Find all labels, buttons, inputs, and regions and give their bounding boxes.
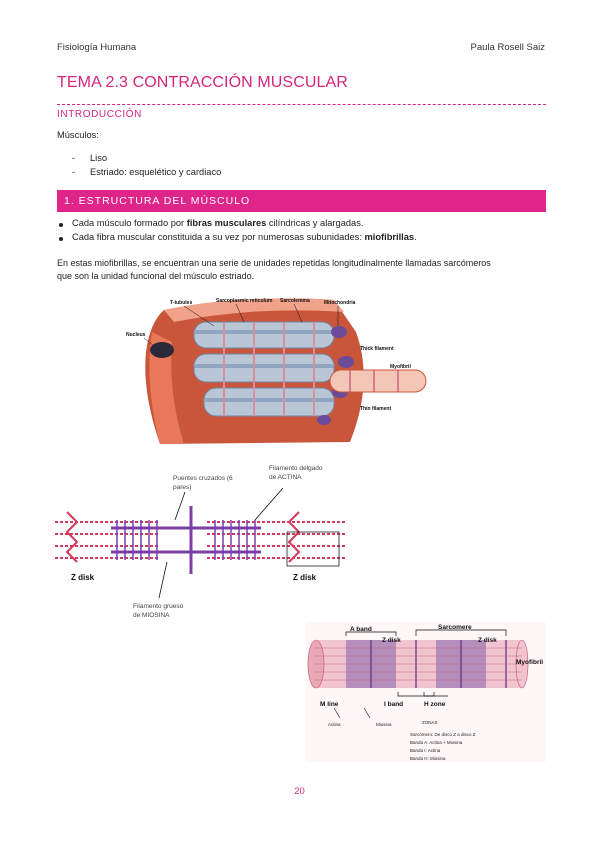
label-a-band: A band (350, 626, 372, 633)
list-item: Estriado: esquelético y cardiaco (90, 167, 222, 177)
bullet-text-1: Cada músculo formado por fibras muscular… (72, 218, 364, 228)
label-miosina: Miosina (376, 722, 392, 727)
def-sarcomero: Sarcómero: De disco Z a disco Z (410, 732, 476, 737)
def-banda-i: Banda I: Actina (410, 748, 441, 753)
muscle-fiber-illustration: T-tubules Sarcoplasmic reticulum Sarcole… (126, 298, 427, 444)
label-actina: Actina (328, 722, 341, 727)
label-thin-filament: Thin filament (360, 406, 391, 412)
label-nucleus: Nucleus (126, 332, 146, 338)
label-zdisk-right: Z disk (293, 573, 317, 582)
paragraph-line: En estas miofibrillas, se encuentran una… (57, 258, 491, 268)
label-thick-filament-2: de MIOSINA (133, 612, 170, 619)
myofibril-bands-diagram: A band Z disk Sarcomere Z disk Myofibril… (306, 622, 546, 762)
label-sarcoplasmic: Sarcoplasmic reticulum (216, 298, 273, 304)
label-cross-bridges: Puentes cruzados (6 (173, 475, 233, 482)
def-banda-h: Banda H: Miosina (410, 756, 446, 761)
label-sarcolemma: Sarcolemma (280, 298, 310, 304)
label-z-disk-2: Z disk (478, 637, 497, 644)
label-myofibril: Myofibril (390, 364, 411, 370)
bullet-dot (59, 223, 63, 227)
label-mitochondria: Mitochondria (324, 300, 356, 306)
label-thick-filament: Thick filament (360, 346, 394, 352)
label-m-line: M line (320, 701, 339, 708)
def-banda-a: Banda A: Actina + Miosina (410, 740, 463, 745)
intro-heading: INTRODUCCIÓN (57, 109, 142, 120)
paragraph-line: que son la unidad funcional del músculo … (57, 271, 255, 281)
title-divider (57, 104, 546, 105)
header-left: Fisiología Humana (57, 42, 137, 53)
page-number: 20 (294, 786, 305, 797)
page-title: TEMA 2.3 CONTRACCIÓN MUSCULAR (57, 74, 348, 91)
label-zonas: ZONAS (422, 720, 438, 725)
label-cross-bridges-2: pares) (173, 484, 191, 491)
label-h-zone: H zone (424, 701, 446, 708)
label-sarcomere: Sarcomere (438, 624, 472, 631)
label-thin-filament: Filamento delgado (269, 465, 323, 472)
sarcomere-filaments-diagram: Puentes cruzados (6 pares) Filamento del… (55, 462, 345, 622)
intro-lead: Músculos: (57, 130, 99, 140)
list-dash: - (72, 153, 76, 163)
label-thin-filament-2: de ACTINA (269, 474, 302, 481)
section-heading-band: 1. ESTRUCTURA DEL MÚSCULO (57, 190, 546, 212)
bullet-dot (59, 237, 63, 241)
bullet-text-2: Cada fibra muscular constituida a su vez… (72, 232, 417, 242)
section-heading: 1. ESTRUCTURA DEL MÚSCULO (64, 195, 251, 207)
label-zdisk-left: Z disk (71, 573, 95, 582)
header-right: Paula Rosell Saiz (470, 42, 545, 53)
label-i-band: I band (384, 701, 403, 708)
list-item: Liso (90, 153, 108, 163)
label-myofibril: Myofibril (516, 659, 543, 666)
list-dash: - (72, 167, 76, 177)
label-thick-filament: Filamento grueso (133, 603, 184, 610)
label-t-tubules: T-tubules (170, 300, 192, 306)
label-z-disk-1: Z disk (382, 637, 401, 644)
